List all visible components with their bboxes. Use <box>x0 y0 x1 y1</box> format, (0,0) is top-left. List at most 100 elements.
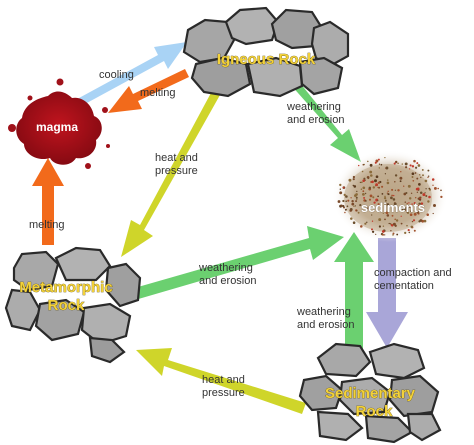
sediment-speck <box>394 218 396 221</box>
sediment-speck <box>339 183 342 187</box>
sediment-speck <box>432 184 434 186</box>
sediment-speck <box>343 206 345 209</box>
sediment-speck <box>345 200 348 203</box>
sedimentary-rock-label-2: Rock <box>356 403 393 420</box>
compaction-label: compaction and <box>374 267 452 279</box>
sediment-speck <box>412 219 416 222</box>
igneous-rock-stones <box>182 6 350 98</box>
sediment-speck <box>421 168 424 171</box>
sediment-speck <box>411 172 415 176</box>
sediment-speck <box>384 234 386 236</box>
sediment-speck <box>420 176 422 179</box>
sediment-speck <box>348 178 352 182</box>
sediment-speck <box>362 163 365 166</box>
sediment-speck <box>383 196 387 200</box>
sediment-speck <box>344 211 346 214</box>
sediment-speck <box>375 175 379 179</box>
magma-blob <box>8 78 110 169</box>
sediment-speck <box>408 205 412 208</box>
sediment-speck <box>433 204 436 207</box>
sediment-speck <box>371 220 374 222</box>
erosion-label-3: and erosion <box>297 319 355 331</box>
sediment-speck <box>378 218 382 222</box>
metamorphic-rock-stones <box>4 246 142 364</box>
sediment-speck <box>393 162 396 165</box>
sediment-speck <box>368 205 371 208</box>
sediment-speck <box>417 204 420 207</box>
sediment-speck <box>370 174 373 177</box>
sediment-speck <box>345 195 348 198</box>
sediment-speck <box>394 174 398 177</box>
sediment-speck <box>418 202 421 205</box>
sediment-speck <box>343 193 346 197</box>
sediment-speck <box>372 210 375 213</box>
sediment-speck <box>339 191 343 195</box>
sediment-speck <box>371 214 373 216</box>
sediment-speck <box>371 230 375 233</box>
sediment-speck <box>394 160 398 164</box>
melting-label-left: melting <box>29 219 64 231</box>
sediment-speck <box>440 189 442 192</box>
sediment-speck <box>413 159 416 163</box>
sediment-speck <box>404 201 407 203</box>
sediment-speck <box>427 169 430 172</box>
sediment-speck <box>356 190 358 193</box>
sediment-speck <box>427 176 429 179</box>
sediment-speck <box>362 190 365 193</box>
sediment-speck <box>400 222 403 225</box>
sediment-speck <box>416 211 420 214</box>
igneous-rock-label: Igneous Rock <box>217 51 316 68</box>
sediment-speck <box>408 202 410 204</box>
sediment-speck <box>422 174 424 177</box>
sediment-speck <box>337 200 341 203</box>
sediment-speck <box>417 164 421 167</box>
sediment-speck <box>414 172 417 174</box>
sediment-speck <box>388 222 390 225</box>
sediment-speck <box>386 203 390 206</box>
sediment-speck <box>364 179 366 181</box>
sediment-speck <box>411 203 413 205</box>
sediment-speck <box>378 163 381 165</box>
sediment-speck <box>361 170 364 173</box>
sediment-speck <box>392 222 396 226</box>
sediment-speck <box>342 199 345 203</box>
sediment-speck <box>381 193 384 195</box>
sediment-speck <box>349 209 352 212</box>
sediment-speck <box>344 208 347 211</box>
sediment-speck <box>401 163 403 165</box>
sediment-speck <box>409 213 413 217</box>
compaction-arrow <box>366 238 408 348</box>
sediment-speck <box>410 192 413 195</box>
sediment-speck <box>384 218 386 221</box>
sediment-speck <box>364 222 367 225</box>
sediment-speck <box>393 194 395 197</box>
sediment-speck <box>432 212 434 215</box>
sediment-speck <box>384 173 387 175</box>
melting-label-top: melting <box>140 87 175 99</box>
sediment-speck <box>371 180 374 184</box>
sediment-speck <box>363 196 366 199</box>
sediment-speck <box>407 229 410 232</box>
sediment-speck <box>411 210 414 212</box>
magma-label: magma <box>36 120 78 134</box>
sediment-speck <box>367 207 370 210</box>
sediment-speck <box>400 171 402 173</box>
sediment-speck <box>355 193 358 196</box>
sediment-speck <box>386 181 390 185</box>
sediment-speck <box>412 179 415 182</box>
sediment-speck <box>404 231 407 235</box>
sediment-speck <box>385 211 389 215</box>
sediment-speck <box>392 198 396 201</box>
sediment-speck <box>350 197 352 199</box>
sediment-speck <box>428 175 430 177</box>
cooling-arrow <box>79 42 187 104</box>
sediment-speck <box>369 208 372 210</box>
weathering-arrow-1 <box>290 78 361 162</box>
sediment-speck <box>411 165 415 168</box>
sediment-speck <box>416 191 419 193</box>
sediment-speck <box>385 199 387 202</box>
sediment-speck <box>382 212 384 215</box>
sediment-speck <box>405 206 408 209</box>
sediment-speck <box>403 185 405 187</box>
sediment-speck <box>373 201 376 204</box>
